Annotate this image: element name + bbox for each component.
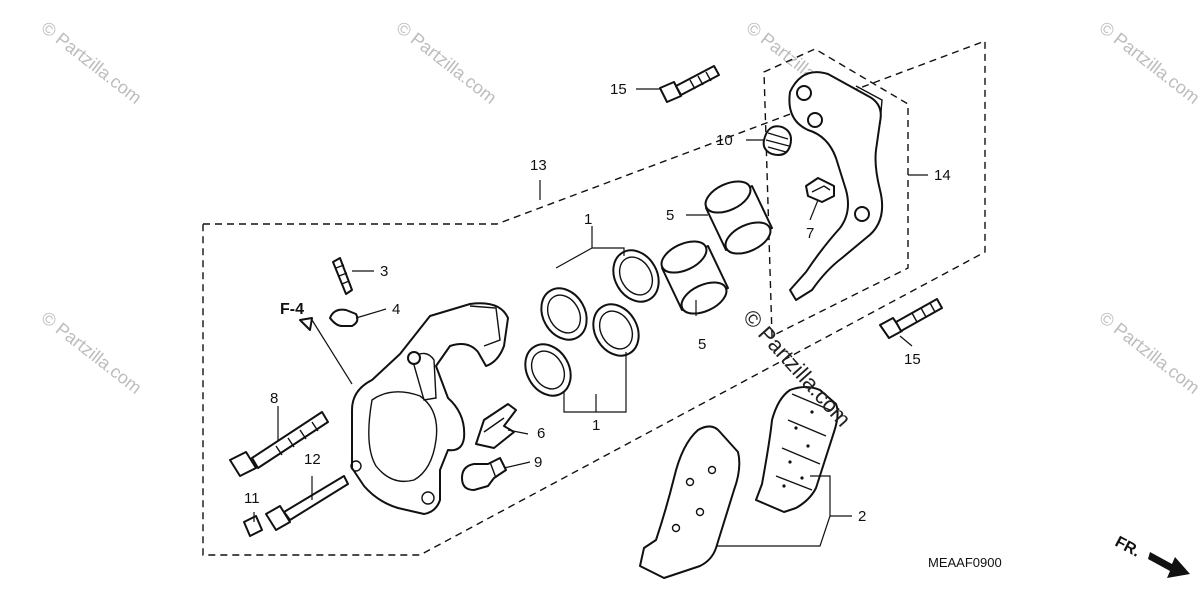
- watermark-top-mid: © Partzilla.com: [393, 17, 501, 107]
- callout-8: 8: [270, 390, 278, 407]
- callout-5-upper: 5: [666, 207, 674, 224]
- callout-14: 14: [934, 167, 951, 184]
- caliper-slide-pin: [265, 475, 349, 531]
- bracket-bolt-upper: [659, 65, 720, 103]
- callout-15-upper: 15: [610, 81, 627, 98]
- slide-pin-boot: [243, 515, 263, 537]
- bracket-assembly-outline-14: [763, 48, 909, 338]
- callout-9: 9: [534, 454, 542, 471]
- piston-seal-set-lower: [524, 303, 640, 397]
- callout-1-lower: 1: [592, 417, 600, 434]
- pad-pin: [461, 457, 507, 491]
- watermark-top-right: © Partzilla.com: [1096, 17, 1200, 107]
- callout-leaders: [253, 88, 928, 547]
- callout-3: 3: [380, 263, 388, 280]
- callout-5-lower: 5: [698, 336, 706, 353]
- callout-6: 6: [537, 425, 545, 442]
- callout-15-lower: 15: [904, 351, 921, 368]
- bleeder-cap: [762, 125, 792, 156]
- caliper-body: [350, 302, 509, 515]
- bleeder-screw: [332, 257, 353, 295]
- callout-11: 11: [244, 490, 260, 507]
- callout-4: 4: [392, 301, 400, 318]
- watermark-mid-right: © Partzilla.com: [1096, 307, 1200, 397]
- watermark-top-left: © Partzilla.com: [38, 17, 146, 107]
- callout-1-upper: 1: [584, 211, 592, 228]
- bleeder-boot: [329, 308, 359, 327]
- callout-13: 13: [530, 157, 547, 174]
- callout-12: 12: [304, 451, 321, 468]
- direction-arrow-icon: [1148, 552, 1190, 578]
- piston-seal-set-upper: [540, 249, 660, 341]
- caliper-bracket: [788, 71, 884, 301]
- pad-spring: [475, 403, 517, 449]
- brake-pad-outer: [639, 425, 741, 579]
- caliper-piston-lower: [660, 240, 729, 315]
- caliper-assembly-outline-13: [202, 39, 986, 556]
- caliper-piston-upper: [704, 180, 773, 255]
- brake-pad-inner: [755, 386, 839, 513]
- caliper-slide-pin-bolt: [229, 411, 329, 477]
- bracket-bolt-lower: [879, 298, 943, 339]
- diagram-code: MEAAF0900: [928, 555, 1002, 570]
- callout-10: 10: [716, 132, 733, 149]
- callout-2: 2: [858, 508, 866, 525]
- pad-retainer-clip: [805, 177, 835, 203]
- front-direction-indicator: FR.: [1112, 534, 1190, 578]
- reference-tag-f4: F-4: [280, 301, 304, 318]
- callout-7: 7: [806, 225, 814, 242]
- watermark-mid-left: © Partzilla.com: [38, 307, 146, 397]
- direction-label: FR.: [1112, 534, 1143, 561]
